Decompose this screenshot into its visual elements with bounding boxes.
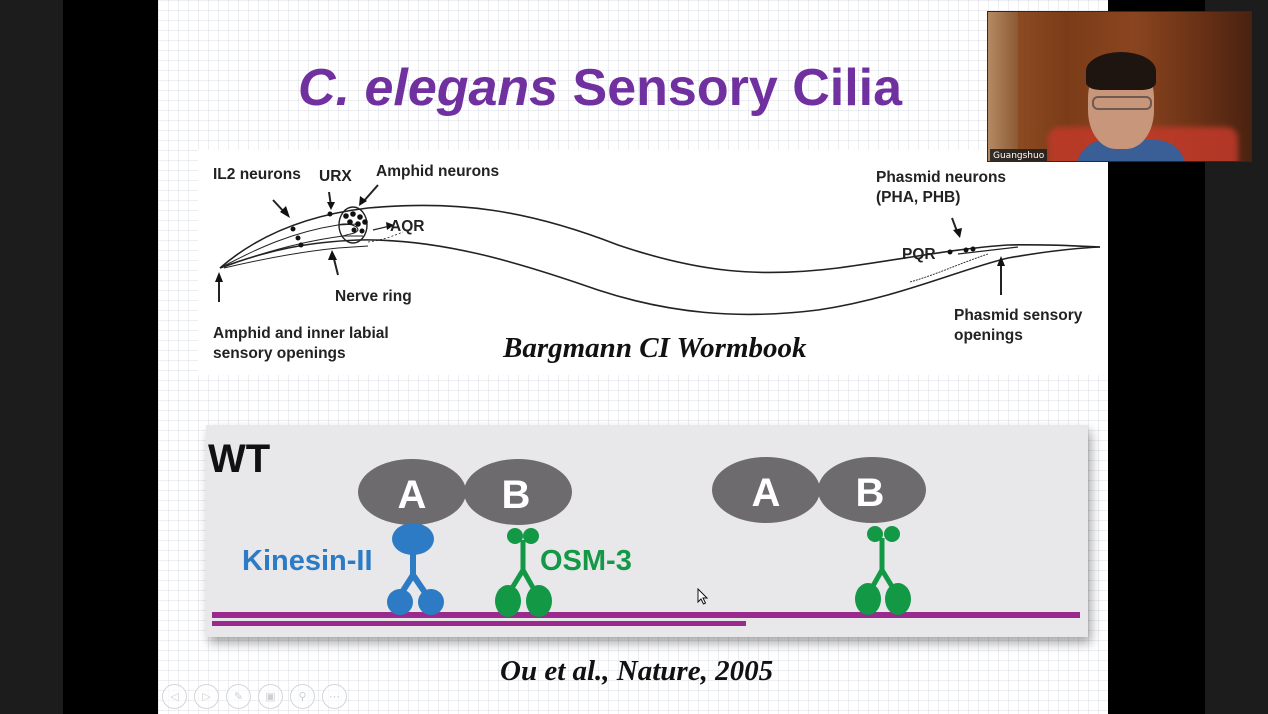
motor-transport-diagram: WT A B A B Kinesin-II OSM-3 <box>206 425 1088 637</box>
see-all-slides-button[interactable]: ▣ <box>258 684 283 709</box>
participant-name-tag: Guangshuo <box>990 149 1048 161</box>
slideshow-controls: ◁ ▷ ✎ ▣ ⚲ ⋯ <box>162 684 347 709</box>
cargo-b-right <box>818 457 926 523</box>
citation-wormbook: Bargmann CI Wormbook <box>503 332 807 364</box>
label-amphid-openings-2: sensory openings <box>213 345 346 362</box>
label-phasmid-neurons-2: (PHA, PHB) <box>876 189 961 206</box>
cargo-a-left <box>358 459 466 525</box>
cargo-b-left-letter: B <box>501 473 531 517</box>
label-aqr: AQR <box>390 218 425 235</box>
letterbox-left <box>63 0 158 714</box>
label-nerve-ring: Nerve ring <box>335 288 412 305</box>
microtubule-short <box>212 621 746 626</box>
slide-title-species: C. elegans <box>298 59 559 117</box>
condition-label: WT <box>208 437 271 481</box>
more-options-button[interactable]: ⋯ <box>322 684 347 709</box>
slide-title: C. elegans Sensory Cilia <box>298 58 978 118</box>
video-background-wall <box>988 12 1018 161</box>
participant-glasses <box>1092 96 1152 110</box>
mouse-cursor-icon <box>697 588 709 605</box>
kinesin-ii-label: Kinesin-II <box>242 545 373 577</box>
ellipsis-icon: ⋯ <box>329 691 340 703</box>
worm-diagram: IL2 neurons URX Amphid neurons AQR Nerve… <box>198 150 1108 375</box>
slides-grid-icon: ▣ <box>265 691 276 703</box>
kinesin-ii-motor <box>387 523 444 615</box>
next-slide-button[interactable]: ▷ <box>194 684 219 709</box>
label-amphid-neurons: Amphid neurons <box>376 163 500 180</box>
osm-3-motor-left <box>495 528 552 617</box>
motor-drawing <box>212 457 1080 626</box>
pen-tool-button[interactable]: ✎ <box>226 684 251 709</box>
label-il2-neurons: IL2 neurons <box>213 166 301 183</box>
label-phasmid-openings-2: openings <box>954 327 1023 344</box>
osm-3-motor-right <box>855 526 911 615</box>
shared-slide: C. elegans Sensory Cilia <box>158 0 1108 714</box>
cargo-a-right-letter: A <box>751 471 781 515</box>
cargo-b-right-letter: B <box>855 471 885 515</box>
next-icon: ▷ <box>202 691 211 703</box>
previous-icon: ◁ <box>170 691 179 703</box>
worm-body-lower <box>219 239 1101 316</box>
participant-video-tile[interactable]: Guangshuo <box>987 11 1252 162</box>
magnifier-icon: ⚲ <box>298 691 307 703</box>
zoom-slide-button[interactable]: ⚲ <box>290 684 315 709</box>
nerve-ring <box>338 206 368 244</box>
osm-3-label: OSM-3 <box>540 545 632 577</box>
pen-icon: ✎ <box>233 691 244 703</box>
slide-title-rest: Sensory Cilia <box>558 59 903 117</box>
screen-edge-left <box>0 0 63 714</box>
label-phasmid-neurons-1: Phasmid neurons <box>876 169 1007 186</box>
previous-slide-button[interactable]: ◁ <box>162 684 187 709</box>
cargo-b-left <box>464 459 572 525</box>
cargo-a-right <box>712 457 820 523</box>
worm-outline-drawing <box>215 184 1101 316</box>
label-urx: URX <box>319 168 352 185</box>
cargo-a-left-letter: A <box>397 473 427 517</box>
microtubule-long <box>212 612 1080 618</box>
label-amphid-openings-1: Amphid and inner labial <box>213 325 389 342</box>
label-phasmid-openings-1: Phasmid sensory <box>954 307 1083 324</box>
citation-nature: Ou et al., Nature, 2005 <box>500 655 774 687</box>
label-pqr: PQR <box>902 246 936 263</box>
participant-hair <box>1086 52 1156 90</box>
